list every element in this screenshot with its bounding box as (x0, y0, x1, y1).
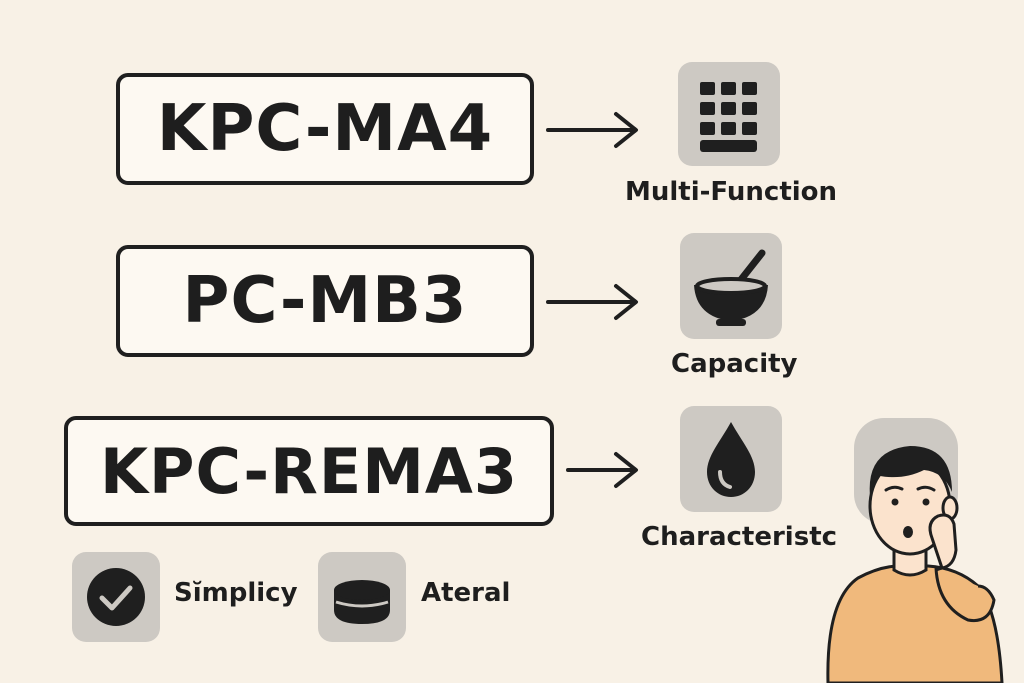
bowl-icon (694, 249, 768, 326)
extra-icon-tile (318, 552, 406, 642)
feature-label: Capacity (671, 349, 798, 379)
model-name: PC-MB3 (182, 264, 468, 338)
extra-label: Ateral (421, 578, 511, 608)
pot-icon (334, 580, 390, 624)
model-name: KPC-REMA3 (99, 434, 519, 508)
droplet-icon (707, 422, 755, 497)
arrow-icon (546, 284, 638, 320)
model-box-kpc-ma4: KPC-MA4 (116, 73, 534, 185)
feature-icon-tile (680, 233, 782, 339)
feature-label: Characteristc (641, 522, 838, 552)
model-box-kpc-rema3: KPC-REMA3 (64, 416, 554, 526)
extra-icon-tile (72, 552, 160, 642)
extra-label: Sĭmplicy (174, 578, 298, 608)
model-name: KPC-MA4 (156, 92, 494, 166)
arrow-icon (546, 112, 638, 148)
keypad-icon (700, 82, 757, 152)
model-box-pc-mb3: PC-MB3 (116, 245, 534, 357)
feature-icon-tile (678, 62, 780, 166)
arrow-icon (566, 452, 638, 488)
checkmark-icon (87, 568, 145, 626)
feature-icon-tile (680, 406, 782, 512)
feature-label: Multi-Function (625, 177, 838, 207)
confused-person-illustration (826, 418, 1004, 683)
